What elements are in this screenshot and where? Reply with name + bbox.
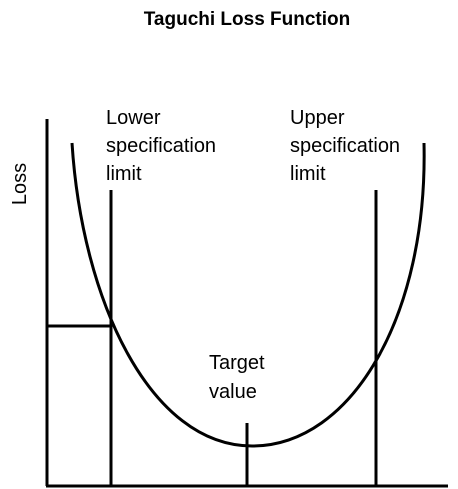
diagram-title: Taguchi Loss Function	[144, 9, 351, 30]
y-axis-label: Loss	[9, 163, 31, 205]
lower-spec-label-line-2: specification	[106, 135, 216, 157]
lower-spec-label-line-3: limit	[106, 163, 142, 185]
target-label-line-2: value	[209, 381, 257, 403]
upper-spec-label: Upper specification limit	[290, 107, 406, 185]
target-value-label: Target value	[209, 352, 270, 403]
upper-spec-label-line-3: limit	[290, 163, 326, 185]
target-label-line-1: Target	[209, 352, 265, 374]
lower-spec-label: Lower specification limit	[106, 107, 222, 185]
loss-curve	[70, 142, 426, 448]
upper-spec-label-line-1: Upper	[290, 107, 345, 129]
lower-spec-label-line-1: Lower	[106, 107, 161, 129]
upper-spec-label-line-2: specification	[290, 135, 400, 157]
